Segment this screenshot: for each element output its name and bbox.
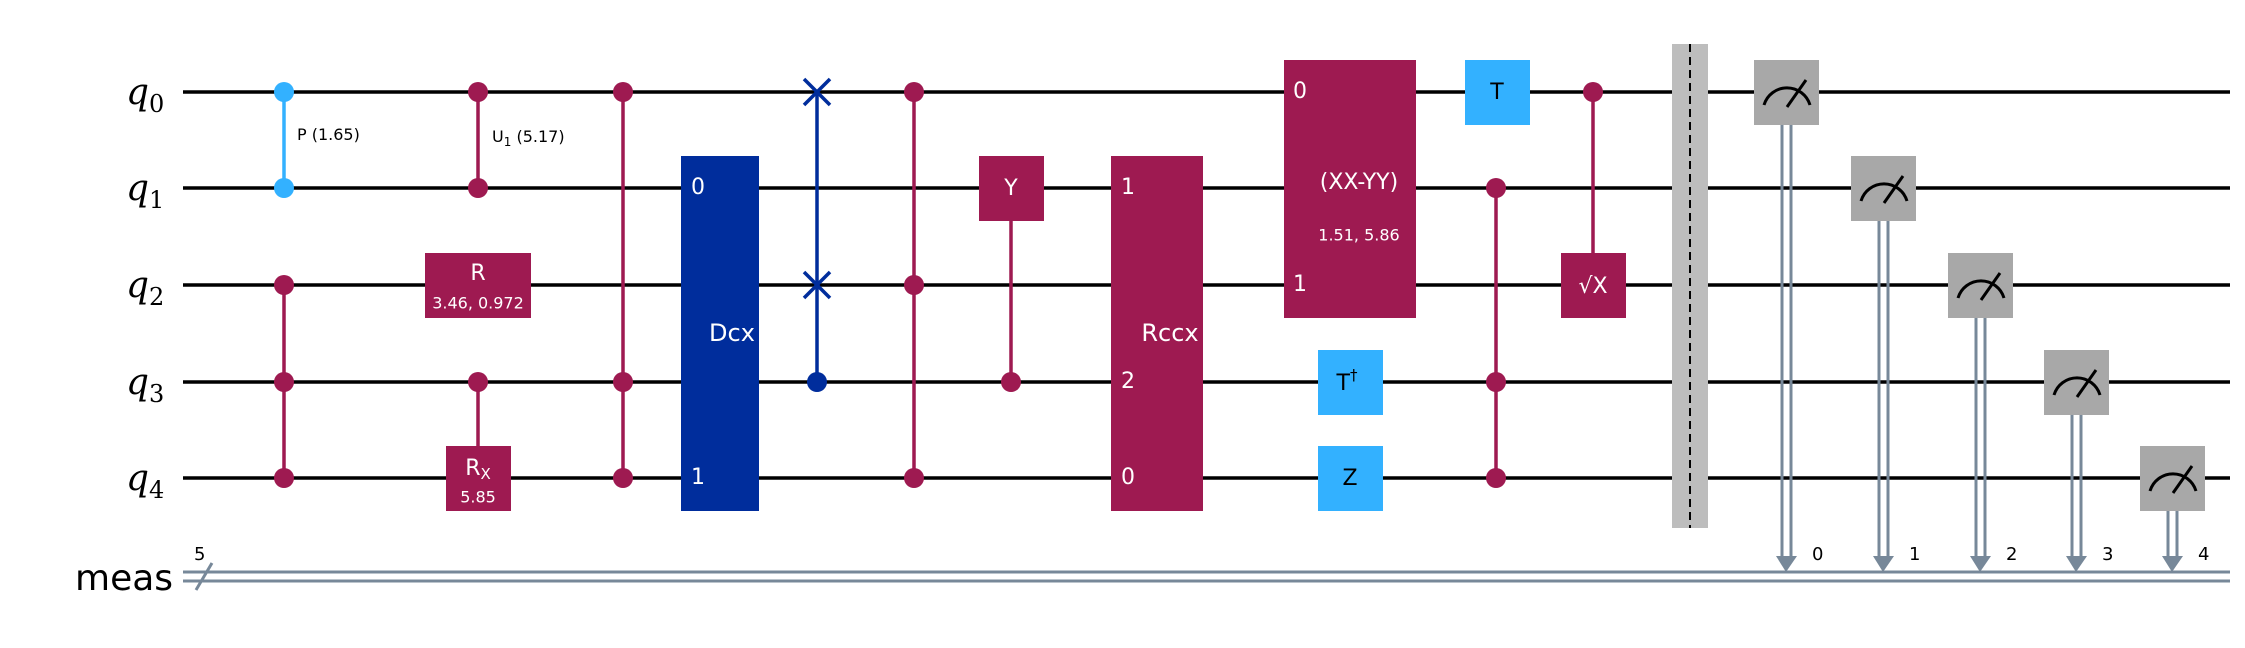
ccz-gate-2	[1486, 178, 1506, 488]
measurements: 0 1 2	[1754, 60, 2209, 572]
control-dot	[904, 275, 924, 295]
meter-icon	[2148, 465, 2198, 494]
measure-bit-label: 3	[2102, 544, 2113, 565]
ccz-gate	[904, 82, 924, 488]
r-gate: R 3.46, 0.972	[425, 253, 531, 318]
control-dot	[274, 468, 294, 488]
control-dot	[1001, 372, 1021, 392]
control-dot	[274, 275, 294, 295]
measure-q2: 2	[1948, 253, 2017, 572]
tdg-gate: T†	[1318, 350, 1383, 415]
rccx-gate-label: Rccx	[1141, 319, 1198, 347]
classical-size-label: 5	[194, 544, 205, 565]
control-dot	[613, 372, 633, 392]
t-gate: T	[1465, 60, 1530, 125]
control-dot	[468, 82, 488, 102]
rccx-gate: 1 2 0 Rccx	[1111, 156, 1203, 511]
measure-bit-label: 1	[1909, 544, 1920, 565]
meter-icon	[2052, 369, 2102, 398]
measure-bit-label: 0	[1812, 544, 1823, 565]
measure-q1: 1	[1851, 156, 1920, 572]
meter-icon	[1859, 175, 1909, 204]
qubit-label-q4: q4	[126, 458, 164, 504]
rccx-port-0: 0	[1121, 465, 1135, 490]
cp-gate-label: P (1.65)	[297, 125, 360, 144]
control-dot	[1486, 468, 1506, 488]
crx-gate-label: RX	[465, 456, 491, 483]
rccx-port-1: 1	[1121, 175, 1135, 200]
meter-icon	[1762, 79, 1812, 108]
t-gate-label: T	[1489, 80, 1504, 105]
meter-icon	[1956, 272, 2006, 301]
crx-gate: RX 5.85	[446, 372, 511, 511]
cp-gate: P (1.65)	[274, 82, 360, 198]
xx-minus-yy-gate-label: (XX-YY)	[1320, 170, 1398, 195]
bus-slash	[194, 562, 214, 591]
cz-gate-1	[274, 275, 294, 488]
barrier	[1672, 44, 1708, 528]
r-gate-label: R	[470, 261, 485, 286]
control-dot	[904, 468, 924, 488]
measure-q0: 0	[1754, 60, 1823, 572]
control-dot	[468, 372, 488, 392]
control-dot	[468, 178, 488, 198]
swap-x-icon	[802, 270, 832, 300]
z-gate-label: Z	[1342, 466, 1357, 491]
dcx-port-1: 1	[691, 465, 705, 490]
control-dot	[904, 82, 924, 102]
csx-gate: √X	[1561, 82, 1626, 318]
xx-minus-yy-port-1: 1	[1293, 272, 1307, 297]
dcx-gate-label: Dcx	[709, 319, 755, 347]
wire-labels: q0 q1 q2 q3 q4 meas	[75, 72, 173, 599]
control-dot	[1486, 178, 1506, 198]
csx-gate-label: √X	[1578, 274, 1607, 299]
tdg-gate-label: T†	[1336, 366, 1358, 397]
xx-minus-yy-gate-param: 1.51, 5.86	[1318, 226, 1399, 245]
qubit-label-q1: q1	[126, 168, 164, 214]
r-gate-param: 3.46, 0.972	[432, 294, 524, 313]
measure-q3: 3	[2044, 350, 2113, 572]
qubit-label-q3: q3	[126, 362, 164, 408]
control-dot	[807, 372, 827, 392]
cz-gate-2	[613, 82, 633, 488]
dcx-gate: 0 1 Dcx	[681, 156, 759, 511]
y-gate-label: Y	[1003, 176, 1018, 201]
control-dot	[274, 82, 294, 102]
xx-minus-yy-port-0: 0	[1293, 79, 1307, 104]
measure-q4: 4	[2140, 446, 2209, 572]
control-dot	[274, 372, 294, 392]
control-dot	[613, 82, 633, 102]
crx-gate-param: 5.85	[460, 488, 496, 507]
control-dot	[1486, 372, 1506, 392]
rccx-port-2: 2	[1121, 369, 1135, 394]
cswap-gate	[802, 77, 832, 392]
swap-x-icon	[802, 77, 832, 107]
measure-bit-label: 4	[2198, 544, 2209, 565]
control-dot	[274, 178, 294, 198]
cy-gate: Y	[979, 156, 1044, 392]
classical-wire: 5	[183, 544, 2230, 591]
z-gate: Z	[1318, 446, 1383, 511]
cu1-gate-label: U1 (5.17)	[492, 127, 565, 149]
cu1-gate: U1 (5.17)	[468, 82, 565, 198]
measure-bit-label: 2	[2006, 544, 2017, 565]
dcx-port-0: 0	[691, 175, 705, 200]
control-dot	[1583, 82, 1603, 102]
control-dot	[613, 468, 633, 488]
qubit-label-q2: q2	[126, 265, 164, 311]
qubit-label-q0: q0	[126, 72, 164, 118]
classical-register-label: meas	[75, 558, 173, 599]
xx-minus-yy-gate: 0 1 (XX-YY) 1.51, 5.86	[1284, 60, 1416, 318]
